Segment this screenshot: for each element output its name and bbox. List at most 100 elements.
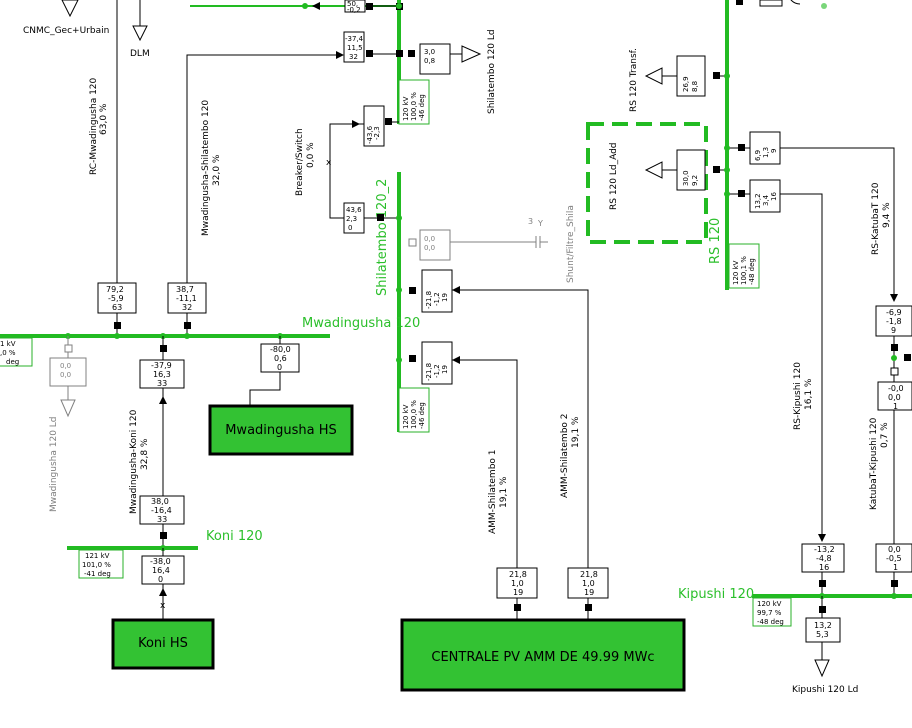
svg-text:8,8: 8,8 [691, 81, 699, 92]
rskat-line-label: RS-KatubaT 120 [871, 182, 881, 255]
rs-ld-add-load-icon[interactable] [644, 161, 663, 179]
flow-box-f24: 13,2 5,3 [805, 617, 841, 643]
rc-line-pct: 63,0 % [99, 103, 109, 135]
svg-text:63: 63 [112, 303, 122, 312]
svg-text:2,3: 2,3 [346, 215, 357, 223]
flow-box-f4: 43,6 2,3 0 [343, 202, 365, 234]
svg-text:99,7 %: 99,7 % [757, 609, 782, 617]
svg-text:79,2: 79,2 [106, 285, 124, 294]
svg-text:101,0 %: 101,0 % [82, 561, 111, 569]
svg-text:1,0: 1,0 [511, 579, 524, 588]
amm1-line-label: AMM-Shilatembo 1 [488, 449, 498, 534]
svg-text:120 kV: 120 kV [402, 96, 410, 121]
flow-box-top1: 50, -0,2 [344, 0, 366, 14]
svg-text:120 kV: 120 kV [757, 600, 782, 608]
mwadingusha-ld-label: Mwadingusha 120 Ld [49, 416, 59, 512]
ms-line-label: Mwadingusha-Shilatembo 120 [201, 100, 211, 236]
bus-label-mwadingusha: Mwadingusha 120 [302, 316, 420, 331]
plant-koni-hs[interactable]: Koni HS [111, 618, 215, 670]
flow-box-f8: 79,2 -5,9 63 [97, 282, 137, 314]
svg-text:3,0: 3,0 [424, 48, 435, 56]
dlm-label: DLM [130, 49, 150, 59]
svg-text:16,3: 16,3 [153, 370, 171, 379]
svg-text:13,2: 13,2 [754, 193, 762, 209]
svg-text:38,7: 38,7 [176, 285, 194, 294]
breaker-x: x [326, 158, 332, 168]
svg-text:120 kV: 120 kV [732, 260, 740, 285]
mwadingusha-load-icon[interactable] [60, 399, 76, 418]
svg-text:38,0: 38,0 [151, 497, 169, 506]
svg-text:-1,2: -1,2 [433, 364, 441, 378]
svg-text:26,9: 26,9 [682, 76, 690, 92]
rskat-line-pct: 9,4 % [882, 202, 892, 228]
shilatembo-load-icon[interactable] [461, 45, 482, 63]
svg-text:-38,0: -38,0 [150, 557, 171, 566]
svg-text:0,8: 0,8 [424, 57, 435, 65]
svg-text:5,3: 5,3 [816, 630, 829, 639]
bus-label-kipushi: Kipushi 120 [678, 587, 754, 602]
svg-text:100,1 %: 100,1 % [740, 256, 748, 285]
svg-text:0: 0 [348, 224, 352, 232]
flow-box-f3: -43,6 -2,3 [363, 105, 385, 147]
svg-text:1: 1 [893, 563, 898, 572]
flow-box-f13: 38,0 -16,4 33 [139, 495, 185, 525]
svg-text:19: 19 [584, 588, 594, 597]
svg-text:50,: 50, [347, 0, 358, 8]
svg-text:-0,0: -0,0 [888, 384, 904, 393]
amm2-line-pct: 19,1 % [571, 416, 581, 448]
flow-box-f22: -0,0 0,0 1 [877, 381, 912, 411]
svg-text:0,0: 0,0 [888, 393, 901, 402]
svg-text:0,0: 0,0 [888, 545, 901, 554]
rsk-line-pct: 16,1 % [804, 378, 814, 410]
plant-mwadingusha-hs[interactable]: Mwadingusha HS [208, 404, 354, 456]
svg-text:100,0 %: 100,0 % [410, 400, 418, 429]
svg-text:deg: deg [6, 358, 19, 366]
koni-breaker-x: x [160, 601, 166, 611]
svg-text:0,0: 0,0 [60, 362, 71, 370]
svg-text:0,0: 0,0 [424, 244, 435, 252]
kipushi-ld-label: Kipushi 120 Ld [792, 685, 858, 695]
svg-text:-37,9: -37,9 [151, 361, 172, 370]
svg-text:16: 16 [819, 563, 829, 572]
svg-text:9: 9 [770, 149, 778, 153]
svg-text:16: 16 [770, 192, 778, 201]
svg-text:-4,8: -4,8 [816, 554, 832, 563]
rs-ld-add-group[interactable] [586, 122, 708, 244]
flow-box-f16: 21,8 1,0 19 [567, 567, 609, 599]
svg-text:13,2: 13,2 [814, 621, 832, 630]
rc-line-label: RC-Mwadingusha 120 [89, 77, 99, 175]
breaker-label: Breaker/Switch [295, 128, 305, 196]
mk-line-label: Mwadingusha-Koni 120 [129, 409, 139, 514]
plant-centrale-pv[interactable]: CENTRALE PV AMM DE 49.99 MWc [400, 618, 686, 692]
svg-text:100,0 %: 100,0 % [410, 92, 418, 121]
svg-text:1,0: 1,0 [582, 579, 595, 588]
amm2-line-label: AMM-Shilatembo 2 [560, 413, 570, 498]
bus-result-mwadingusha: 1 kV ,0 % deg [0, 337, 33, 367]
flow-box-f2: 3,0 0,8 [419, 43, 451, 75]
flow-box-f19: 6,9 1,3 9 [749, 131, 781, 165]
svg-text:19: 19 [441, 365, 449, 374]
svg-text:-80,0: -80,0 [270, 345, 291, 354]
dlm-load-icon[interactable] [132, 25, 148, 42]
bus-label-rs: RS 120 [708, 218, 723, 264]
svg-text:1 kV: 1 kV [0, 340, 16, 348]
kipushi-load-icon[interactable] [814, 659, 830, 678]
svg-text:121 kV: 121 kV [85, 552, 110, 560]
svg-text:-16,4: -16,4 [151, 506, 172, 515]
svg-text:-0,5: -0,5 [886, 554, 902, 563]
cnmc-load[interactable] [61, 0, 79, 18]
svg-text:3,4: 3,4 [762, 194, 770, 206]
svg-text:Mwadingusha HS: Mwadingusha HS [225, 423, 337, 438]
svg-text:0,0: 0,0 [424, 235, 435, 243]
flow-box-f14: -38,0 16,4 0 [141, 555, 185, 585]
svg-text:32: 32 [182, 303, 192, 312]
rs-transf-load-icon[interactable] [644, 67, 663, 85]
flow-box-f18: 30,0 9,2 [676, 149, 706, 191]
breaker-pct: 0,0 % [306, 142, 316, 168]
mk-line-pct: 32,8 % [140, 438, 150, 470]
svg-text:19: 19 [513, 588, 523, 597]
rs-ld-add-label: RS 120 Ld_Add [609, 142, 619, 210]
svg-text:9,2: 9,2 [691, 175, 699, 186]
rs-transf-label: RS 120 Transf. [629, 48, 639, 112]
